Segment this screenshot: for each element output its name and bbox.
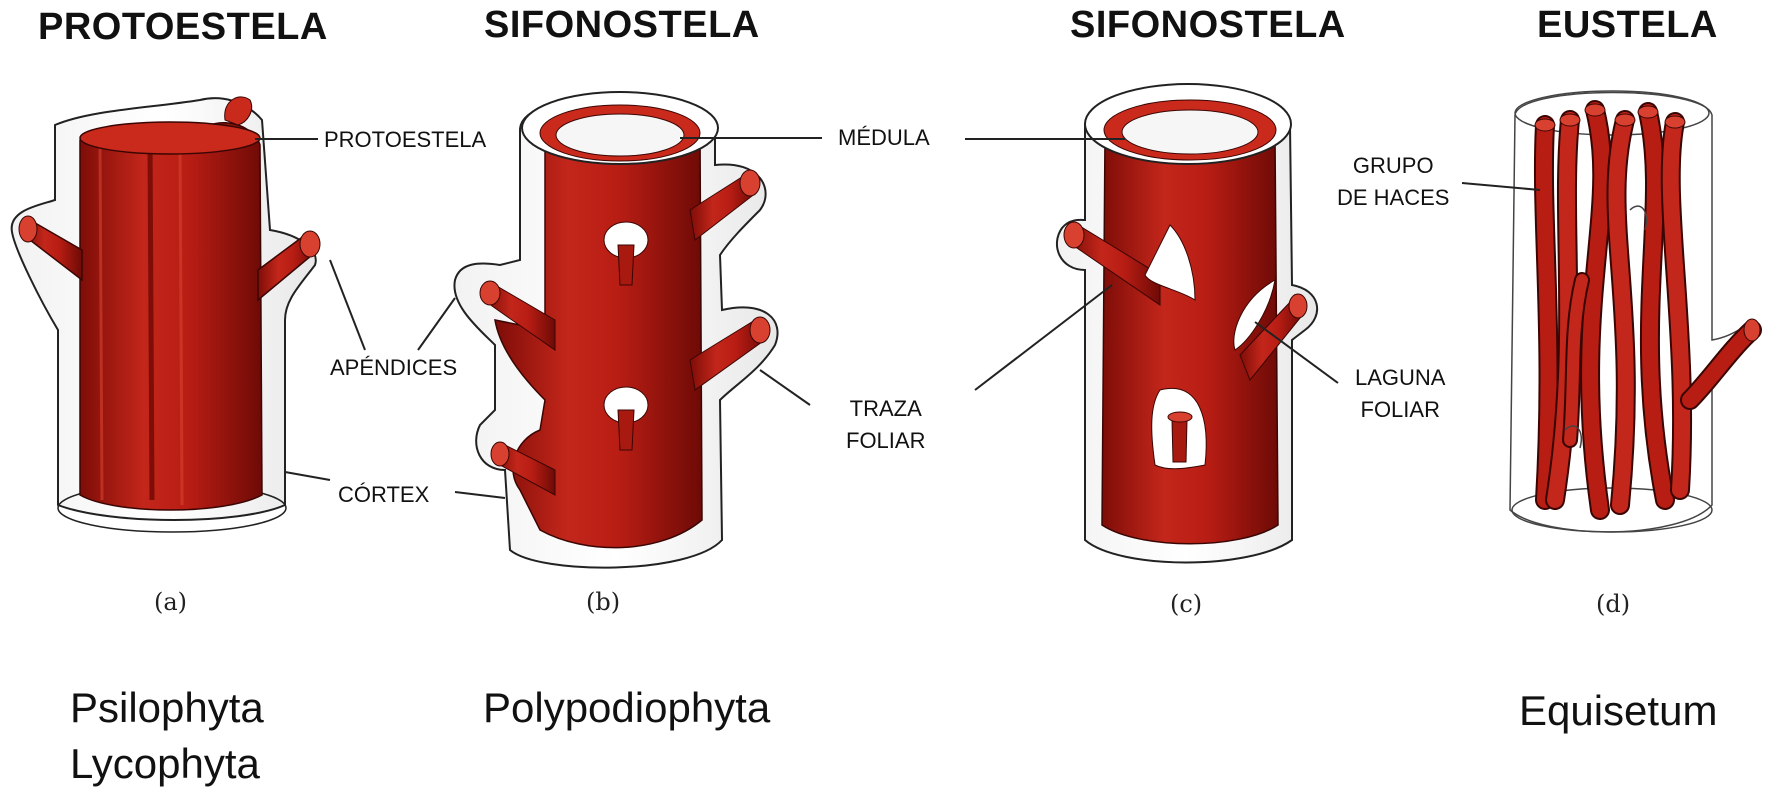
caption-b: (b) <box>586 588 620 616</box>
heading-siphonostele-c: SIFONOSTELA <box>1070 4 1346 47</box>
group-equisetum: Equisetum <box>1519 683 1717 739</box>
group-label-a: Psilophyta Lycophyta <box>70 680 264 792</box>
group-label-d: Equisetum <box>1519 683 1717 739</box>
label-laguna-foliar: LAGUNA FOLIAR <box>1355 362 1445 426</box>
label-traza-foliar-line-1: TRAZA <box>846 393 925 425</box>
label-traza-foliar: TRAZA FOLIAR <box>846 393 925 457</box>
label-laguna-foliar-line-2: FOLIAR <box>1355 394 1445 426</box>
label-traza-foliar-line-2: FOLIAR <box>846 425 925 457</box>
heading-protostele: PROTOESTELA <box>38 6 328 49</box>
heading-siphonostele-b: SIFONOSTELA <box>484 4 760 47</box>
label-grupo-haces-line-2: DE HACES <box>1337 182 1449 214</box>
heading-eustele: EUSTELA <box>1537 4 1718 47</box>
siphonostele-c-core <box>1102 135 1278 544</box>
label-apendices: APÉNDICES <box>330 352 457 384</box>
label-grupo-haces: GRUPO DE HACES <box>1337 150 1449 214</box>
group-polypodiophyta: Polypodiophyta <box>483 680 770 736</box>
protostele-core <box>80 123 262 510</box>
label-laguna-foliar-line-1: LAGUNA <box>1355 362 1445 394</box>
label-cortex: CÓRTEX <box>338 479 429 511</box>
label-protoestela: PROTOESTELA <box>324 124 486 156</box>
caption-d: (d) <box>1596 590 1630 618</box>
group-label-b: Polypodiophyta <box>483 680 770 736</box>
group-lycophyta: Lycophyta <box>70 736 264 792</box>
label-grupo-haces-line-1: GRUPO <box>1337 150 1449 182</box>
group-psilophyta: Psilophyta <box>70 680 264 736</box>
caption-a: (a) <box>154 588 187 616</box>
siphonostele-b-figure <box>418 92 822 568</box>
siphonostele-c-figure <box>965 84 1338 563</box>
caption-c: (c) <box>1170 590 1202 618</box>
eustele-figure <box>1462 91 1760 532</box>
protostele-figure <box>12 97 365 532</box>
label-medula: MÉDULA <box>838 122 930 154</box>
